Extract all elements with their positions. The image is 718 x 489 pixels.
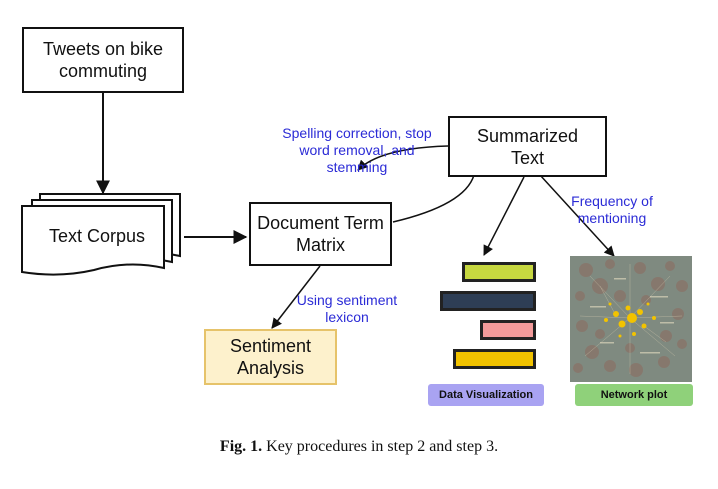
sentiment-line-1: Sentiment [229,336,312,356]
bar-icon-pink [480,320,536,340]
summarized-line-1: Summarized [476,125,579,146]
lexicon-label: Using sentiment lexicon [292,292,402,326]
lexicon-line-2: lexicon [325,309,369,325]
figure-caption: Fig. 1. Key procedures in step 2 and ste… [0,438,718,456]
data-viz-tag: Data Visualization [428,384,544,406]
sentiment-node: Sentiment Analysis [204,329,337,385]
tweets-node: Tweets on bike commuting [22,27,184,93]
tweets-line-1: Tweets on bike [42,39,164,59]
summarized-line-2: Text [510,147,544,168]
frequency-label: Frequency of mentioning [566,193,658,227]
lexicon-line-1: Using sentiment [296,292,398,308]
spelling-line-1: Spelling correction, stop [282,125,432,141]
frequency-line-2: mentioning [577,210,647,226]
bar-icon-yellow [453,349,536,369]
arrow-dtm-to-summarized [392,174,475,223]
arrow-summarized-to-dtm [357,145,449,171]
caption-text: Key procedures in step 2 and step 3. [262,438,499,455]
tweets-line-2: commuting [58,61,147,81]
arrow-dtm-to-sentiment [271,265,321,329]
corpus-node-label: Text Corpus [48,226,146,246]
bar-icon-lime [462,262,536,282]
arrow-summarized-to-network [539,174,615,257]
spelling-label: Spelling correction, stop word removal, … [262,125,452,176]
spelling-line-2: word removal, and [299,142,415,158]
network-plot-image [570,256,692,382]
corpus-stack-shape [21,193,181,276]
dtm-line-1: Document Term [257,213,384,233]
caption-prefix: Fig. 1. [219,438,263,455]
bar-icon-navy [440,291,536,311]
summarized-node: Summarized Text [448,116,607,177]
dtm-line-2: Matrix [296,235,345,255]
spelling-line-3: stemming [326,159,388,175]
frequency-line-1: Frequency of [571,193,653,209]
arrow-summarized-to-viz [483,176,525,256]
sentiment-line-2: Analysis [236,358,304,378]
network-plot-tag: Network plot [575,384,693,406]
dtm-node: Document Term Matrix [249,202,392,266]
